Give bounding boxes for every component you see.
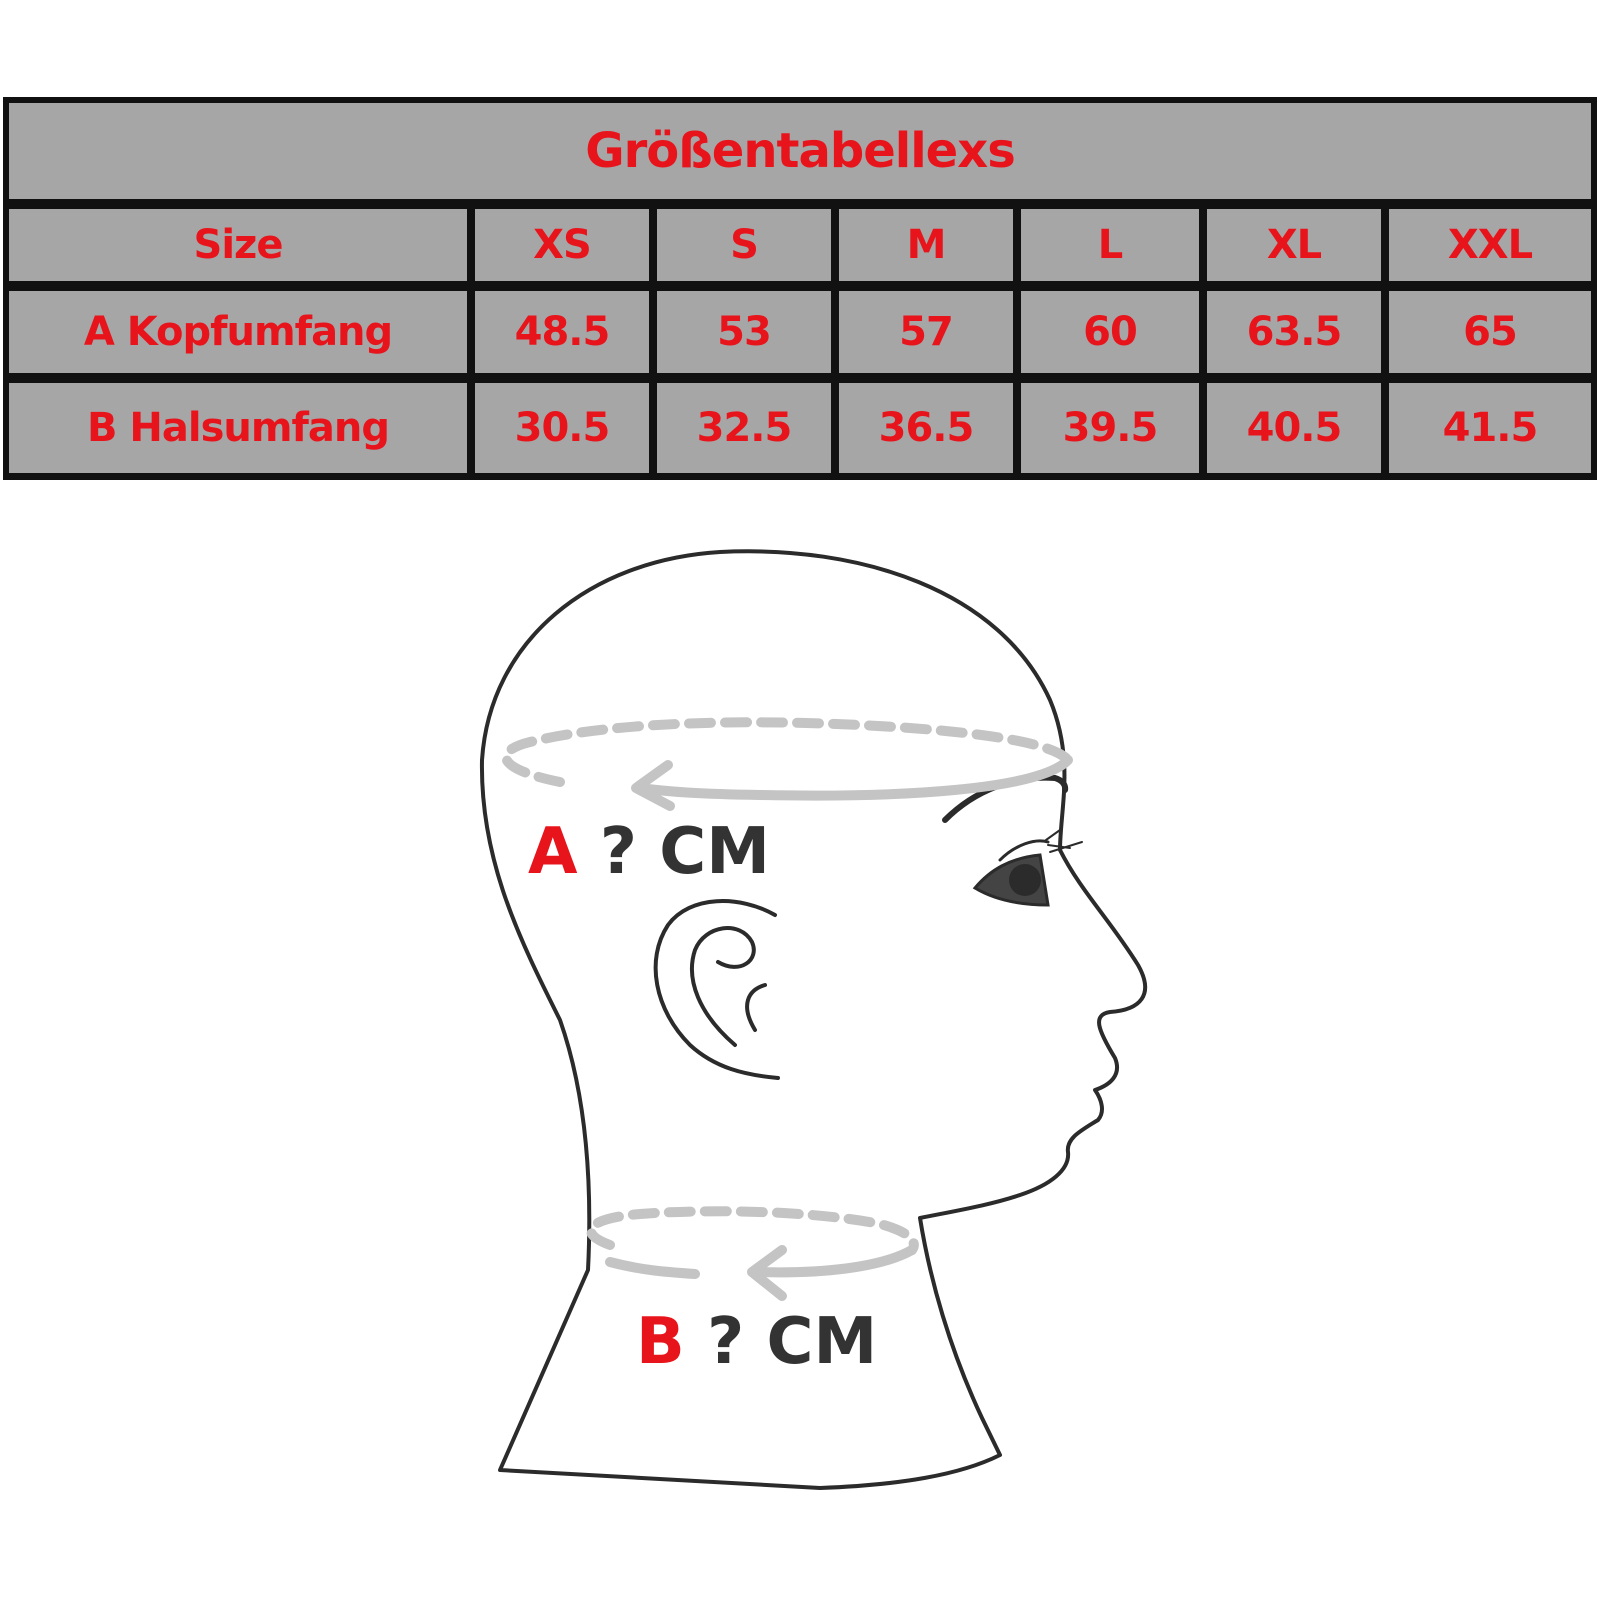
neck-circumference-arrowhead-icon <box>747 1245 787 1301</box>
eyelid-crease-icon <box>998 839 1050 862</box>
table-title: Größentabellexs <box>9 103 1591 199</box>
row-b-label: B Halsumfang <box>9 383 467 473</box>
ear-inner-fold-icon <box>689 926 756 1047</box>
ear-outline-icon <box>653 899 780 1080</box>
head-circumference-label: A ? CM <box>528 820 770 884</box>
row-b-value-xxl: 41.5 <box>1389 383 1591 473</box>
head-circumference-dashed-line <box>501 717 1073 787</box>
row-a-value-xl: 63.5 <box>1207 291 1381 373</box>
row-a-label: A Kopfumfang <box>9 291 467 373</box>
head-circumference-arrowhead-icon <box>631 760 675 811</box>
row-a-value-l: 60 <box>1021 291 1199 373</box>
head-circumference-arrow-line <box>635 755 1073 801</box>
header-size-xs: XS <box>475 209 649 281</box>
eye-pupil-icon <box>1009 864 1041 896</box>
header-size-s: S <box>657 209 831 281</box>
neck-circumference-dashed-line <box>586 1206 919 1255</box>
row-b-value-s: 32.5 <box>657 383 831 473</box>
eyelashes-icon <box>1045 829 1083 853</box>
neck-circumference-left-line <box>605 1257 700 1279</box>
row-b-value-m: 36.5 <box>839 383 1013 473</box>
header-size-xxl: XXL <box>1389 209 1591 281</box>
row-b-value-l: 39.5 <box>1021 383 1199 473</box>
head-circumference-unit: ? CM <box>577 815 770 889</box>
row-a-value-xxl: 65 <box>1389 291 1591 373</box>
ear-lobe-icon <box>745 983 767 1032</box>
head-diagram: A ? CM B ? CM <box>0 480 1600 1600</box>
head-profile-outline <box>479 549 1148 1490</box>
size-table: Größentabellexs Size XS S M L XL XXL A K… <box>3 97 1597 480</box>
header-size-xl: XL <box>1207 209 1381 281</box>
row-a-value-xs: 48.5 <box>475 291 649 373</box>
row-b-value-xl: 40.5 <box>1207 383 1381 473</box>
header-size-l: L <box>1021 209 1199 281</box>
row-b-value-xs: 30.5 <box>475 383 649 473</box>
neck-circumference-label: B ? CM <box>636 1310 877 1374</box>
row-a-value-s: 53 <box>657 291 831 373</box>
header-size-m: M <box>839 209 1013 281</box>
neck-circumference-arrow-line <box>750 1245 917 1278</box>
row-a-value-m: 57 <box>839 291 1013 373</box>
neck-circumference-letter: B <box>636 1305 685 1379</box>
neck-circumference-unit: ? CM <box>684 1305 878 1379</box>
head-outline-drawing <box>479 549 1148 1490</box>
header-size-label: Size <box>9 209 467 281</box>
head-circumference-letter: A <box>528 815 578 889</box>
